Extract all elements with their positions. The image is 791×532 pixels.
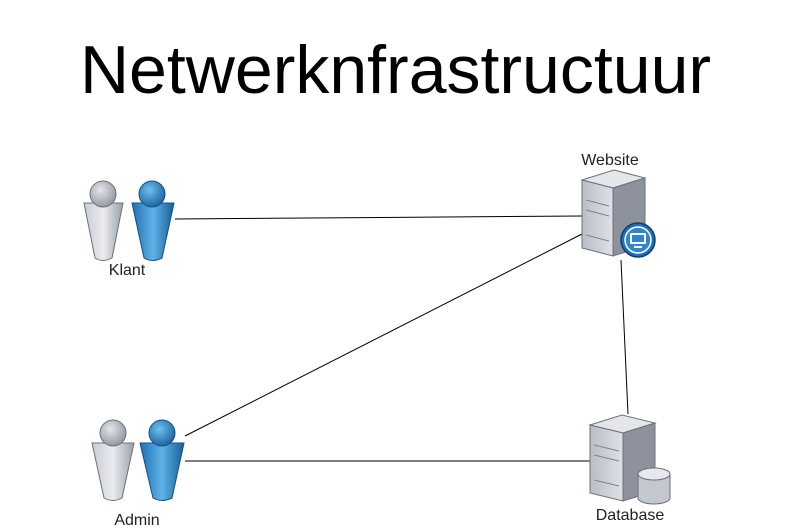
klant-label: Klant: [109, 262, 146, 279]
users-icon: [91, 419, 185, 501]
users-icon: [83, 180, 175, 261]
web-server-icon: [580, 169, 656, 258]
edge-admin-website: [184, 233, 583, 437]
klant-node[interactable]: Klant: [83, 180, 175, 279]
admin-node[interactable]: Admin: [91, 419, 185, 529]
website-node[interactable]: Website: [580, 152, 656, 258]
website-label: Website: [581, 152, 639, 169]
database-node[interactable]: Database: [588, 414, 671, 524]
database-server-icon: [588, 414, 671, 505]
database-label: Database: [596, 507, 665, 524]
diagram-title: Netwerknfrastructuur: [79, 32, 712, 108]
connections: [174, 215, 629, 462]
admin-label: Admin: [114, 512, 159, 529]
edge-website-database: [620, 259, 629, 415]
edge-klant-website: [174, 215, 583, 220]
